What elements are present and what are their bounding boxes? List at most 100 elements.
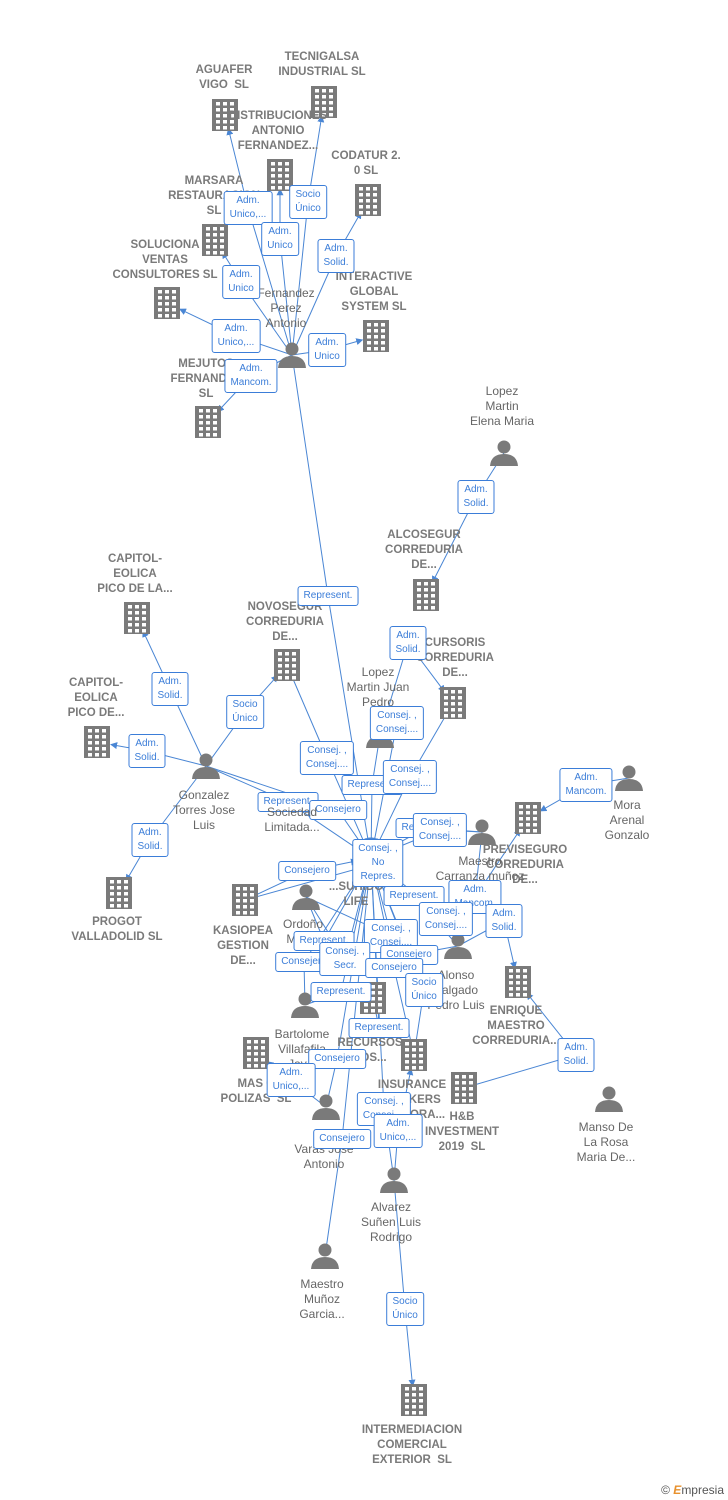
relation-chip[interactable]: Represent. — [297, 586, 359, 606]
relation-chip[interactable]: Adm. Solid. — [131, 823, 169, 857]
node-label-previseguro[interactable]: PREVISEGURO CORREDURIA DE... — [482, 844, 568, 886]
node-label-maestro-garcia[interactable]: Maestro Muñoz Garcia... — [299, 1277, 345, 1321]
relation-chip[interactable]: Adm. Solid. — [457, 480, 495, 514]
relation-chip[interactable]: Adm. Unico,... — [223, 191, 273, 225]
relation-chip[interactable]: Adm. Solid. — [389, 626, 427, 660]
building-icon[interactable] — [451, 1072, 477, 1104]
relation-chip[interactable]: Socio Único — [405, 973, 443, 1007]
relation-chip[interactable]: Represent. — [310, 982, 372, 1002]
relation-chip[interactable]: Represent. — [257, 792, 319, 812]
node-label-aguafer[interactable]: AGUAFER VIGO SL — [195, 64, 253, 91]
building-icon[interactable] — [106, 877, 132, 909]
relation-chip[interactable]: Consejero — [308, 1049, 366, 1069]
person-icon[interactable] — [595, 1086, 623, 1113]
relation-chip[interactable]: Adm. Mancom. — [224, 359, 278, 393]
building-icon[interactable] — [401, 1384, 427, 1416]
building-icon[interactable] — [440, 687, 466, 719]
person-icon[interactable] — [278, 342, 306, 369]
icon-layer — [84, 86, 643, 1416]
node-label-enrique[interactable]: ENRIQUE MAESTRO CORREDURIA... — [472, 1005, 560, 1047]
person-icon[interactable] — [380, 1167, 408, 1194]
building-icon[interactable] — [267, 159, 293, 191]
building-icon[interactable] — [363, 320, 389, 352]
relation-chip[interactable]: Adm. Mancom. — [559, 768, 613, 802]
relation-chip[interactable]: Consej. , Consej.... — [412, 813, 468, 847]
node-label-gonzalez[interactable]: Gonzalez Torres Jose Luis — [172, 788, 236, 832]
building-icon[interactable] — [505, 966, 531, 998]
node-label-lopez-elena[interactable]: Lopez Martin Elena Maria — [469, 384, 535, 428]
building-icon[interactable] — [401, 1039, 427, 1071]
brand-footer[interactable]: © Empresia — [661, 1483, 724, 1497]
relation-chip[interactable]: Socio Único — [226, 695, 264, 729]
building-icon[interactable] — [515, 802, 541, 834]
building-icon[interactable] — [124, 602, 150, 634]
node-label-mejutos[interactable]: MEJUTOS FERNANDEZ SL — [170, 358, 242, 400]
node-label-manso[interactable]: Manso De La Rosa Maria De... — [576, 1120, 636, 1164]
node-label-codatur[interactable]: CODATUR 2. 0 SL — [331, 150, 401, 177]
node-label-intermediacion[interactable]: INTERMEDIACION COMERCIAL EXTERIOR SL — [361, 1424, 463, 1466]
relation-chip[interactable]: Socio Único — [289, 185, 327, 219]
relation-chip[interactable]: Adm. Unico — [222, 265, 260, 299]
relation-chip[interactable]: Adm. Solid. — [317, 239, 355, 273]
building-icon[interactable] — [232, 884, 258, 916]
building-icon[interactable] — [311, 86, 337, 118]
relation-chip[interactable]: Adm. Unico — [308, 333, 346, 367]
partial-label: Sociedad Limitada... — [264, 805, 320, 834]
person-icon[interactable] — [490, 440, 518, 467]
relation-chip[interactable]: Consejero — [313, 1129, 371, 1149]
node-label-varas[interactable]: Varas Jose Antonio — [294, 1142, 354, 1171]
node-label-distribuciones[interactable]: DISTRIBUCIONES ANTONIO FERNANDEZ... — [228, 110, 328, 152]
person-icon[interactable] — [292, 884, 320, 911]
person-icon[interactable] — [444, 933, 472, 960]
node-label-novosegur[interactable]: NOVOSEGUR CORREDURIA DE... — [246, 601, 324, 643]
relation-chip[interactable]: Consej. , Consej.... — [369, 706, 425, 740]
relation-chip[interactable]: Adm. Unico — [261, 222, 299, 256]
node-label-kasiopea[interactable]: KASIOPEA GESTION DE... — [212, 925, 274, 967]
building-icon[interactable] — [212, 99, 238, 131]
node-label-capitol2[interactable]: CAPITOL- EOLICA PICO DE... — [67, 677, 125, 719]
relation-chip[interactable]: Consej. , No Repres. — [352, 839, 404, 887]
building-icon[interactable] — [274, 649, 300, 681]
node-label-hb[interactable]: H&B INVESTMENT 2019 SL — [424, 1111, 500, 1153]
building-icon[interactable] — [154, 287, 180, 319]
person-icon[interactable] — [468, 819, 496, 846]
building-icon[interactable] — [202, 224, 228, 256]
node-label-tecnigalsa[interactable]: TECNIGALSA INDUSTRIAL SL — [278, 51, 366, 78]
relation-chip[interactable]: Consej. , Consej.... — [418, 902, 474, 936]
relation-chip[interactable]: Represent. — [383, 886, 445, 906]
building-icon[interactable] — [84, 726, 110, 758]
node-label-lopez-juan[interactable]: Lopez Martin Juan Pedro — [346, 665, 410, 709]
relation-chip[interactable]: Adm. Solid. — [151, 672, 189, 706]
relation-chip[interactable]: Socio Único — [386, 1292, 424, 1326]
person-icon[interactable] — [291, 992, 319, 1019]
node-label-alvarez[interactable]: Alvarez Suñen Luis Rodrigo — [360, 1200, 422, 1244]
relation-chip[interactable]: Consejero — [278, 861, 336, 881]
node-label-cursoris[interactable]: CURSORIS CORREDURIA DE... — [416, 637, 494, 679]
relation-chip[interactable]: Consej. , Secr. — [319, 942, 371, 976]
person-icon[interactable] — [311, 1243, 339, 1270]
node-label-progot[interactable]: PROGOT VALLADOLID SL — [71, 916, 163, 943]
relation-chip[interactable]: Adm. Solid. — [557, 1038, 595, 1072]
relation-chip[interactable]: Consejero — [309, 800, 367, 820]
person-icon[interactable] — [615, 765, 643, 792]
relation-chip[interactable]: Represent. — [348, 1018, 410, 1038]
relation-chip[interactable]: Consej. , Consej.... — [382, 760, 438, 794]
building-icon[interactable] — [355, 184, 381, 216]
node-label-fernandez[interactable]: Fernandez Perez Antonio — [257, 286, 315, 330]
building-icon[interactable] — [195, 406, 221, 438]
relation-chip[interactable]: Adm. Unico,... — [373, 1114, 423, 1148]
relation-chip[interactable]: Consej. , Consej.... — [299, 741, 355, 775]
building-icon[interactable] — [243, 1037, 269, 1069]
person-icon[interactable] — [312, 1094, 340, 1121]
relation-chip[interactable]: Adm. Solid. — [485, 904, 523, 938]
node-label-capitol1[interactable]: CAPITOL- EOLICA PICO DE LA... — [97, 553, 173, 595]
person-icon[interactable] — [192, 753, 220, 780]
node-label-soluciona[interactable]: SOLUCIONA VENTAS CONSULTORES SL — [112, 239, 218, 281]
node-label-alcosegur[interactable]: ALCOSEGUR CORREDURIA DE... — [385, 529, 463, 571]
building-icon[interactable] — [413, 579, 439, 611]
node-label-mora[interactable]: Mora Arenal Gonzalo — [604, 798, 650, 842]
relation-chip[interactable]: Adm. Solid. — [128, 734, 166, 768]
relation-chip[interactable]: Adm. Unico,... — [266, 1063, 316, 1097]
node-label-interactive[interactable]: INTERACTIVE GLOBAL SYSTEM SL — [335, 271, 413, 313]
relation-chip[interactable]: Adm. Unico,... — [211, 319, 261, 353]
